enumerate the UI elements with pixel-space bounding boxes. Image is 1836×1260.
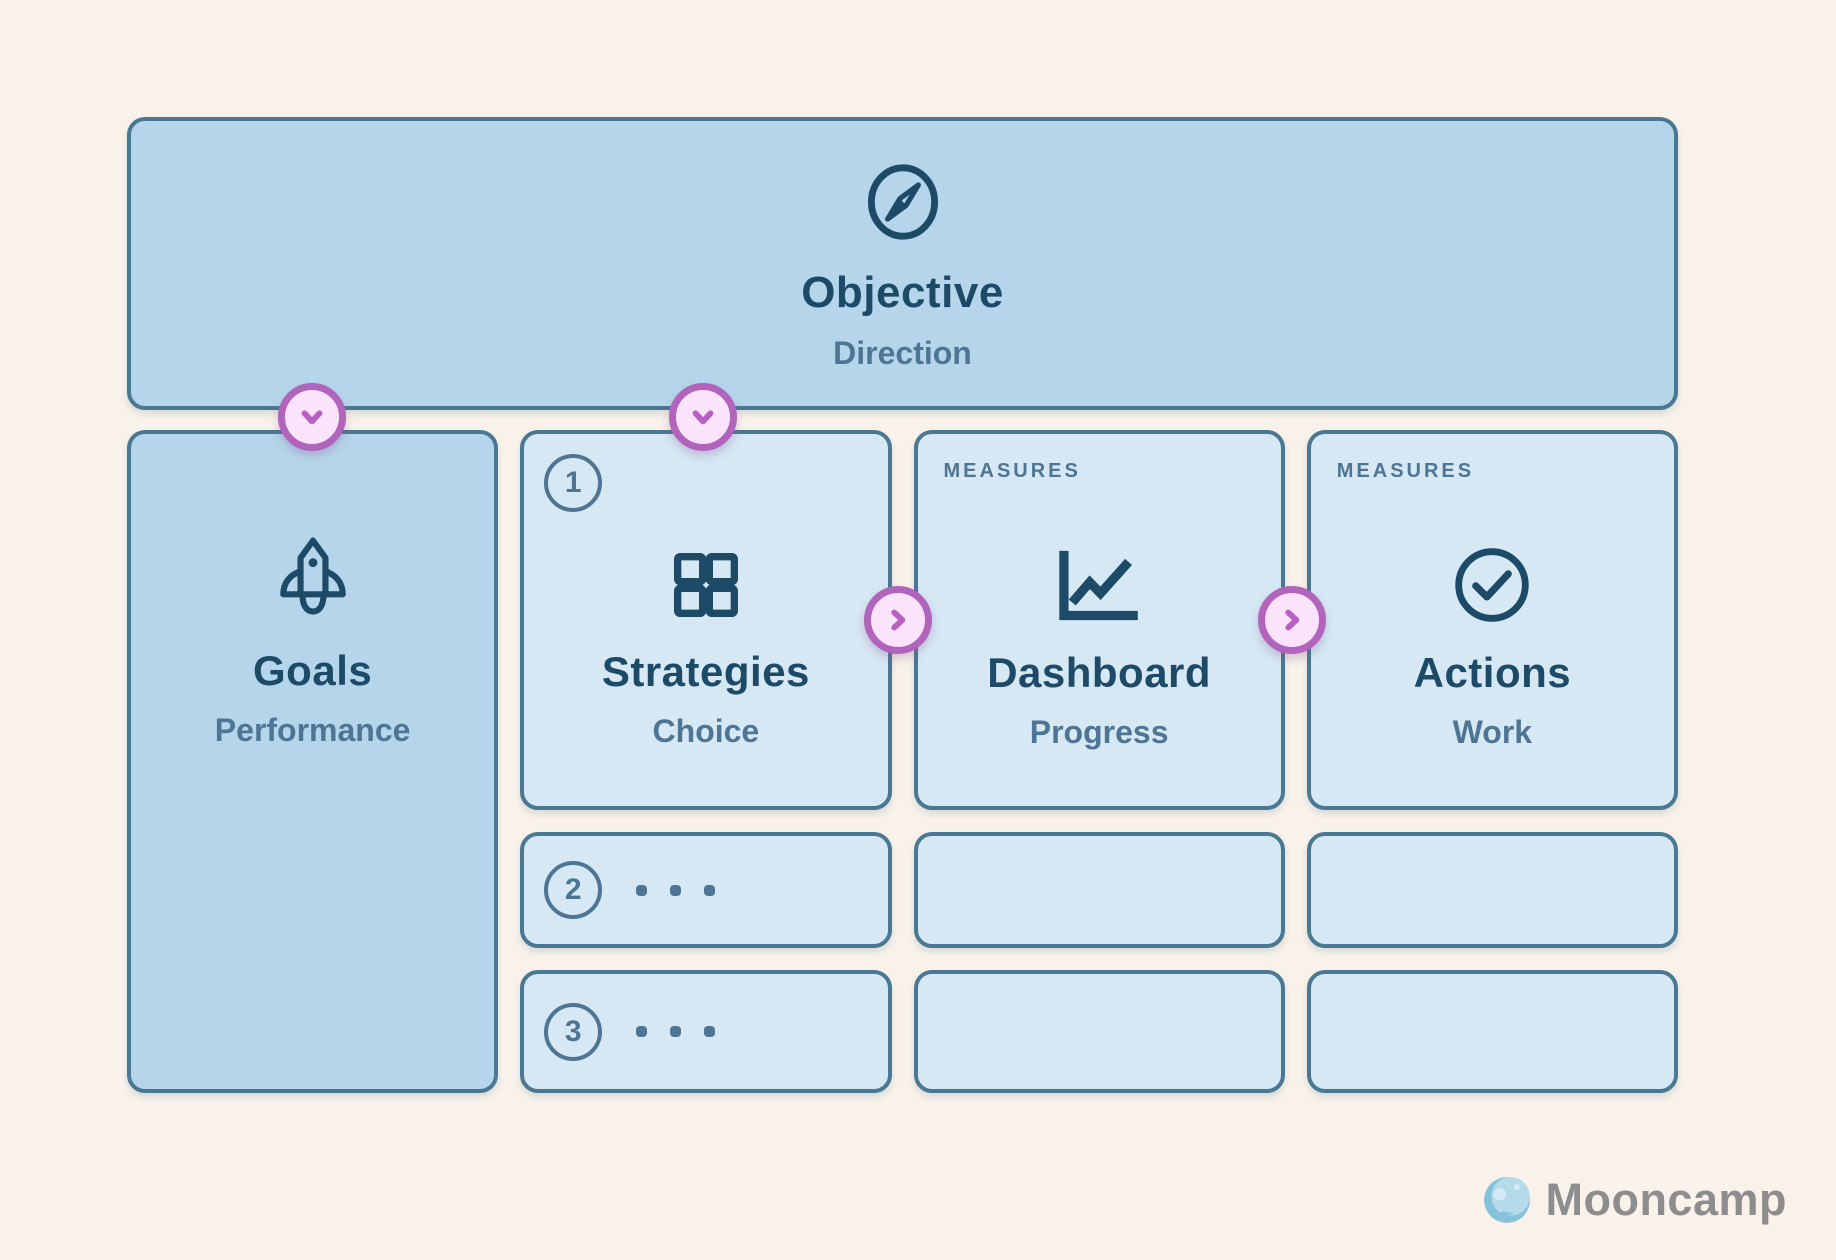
objective-subtitle: Direction: [833, 334, 972, 371]
framework-grid: Goals Performance 1 Strategies Choice ME…: [127, 430, 1678, 1093]
connector-right-actions: [1258, 586, 1326, 654]
strategies-card: 1 Strategies Choice: [520, 430, 892, 810]
objective-card: Objective Direction: [127, 117, 1678, 410]
rocket-icon: [267, 532, 359, 624]
actions-measures-label: MEASURES: [1336, 460, 1475, 482]
dashboard-card: MEASURES Dashboard Progress: [913, 430, 1285, 810]
goals-title: Goals: [253, 647, 373, 694]
dashboard-measures-label: MEASURES: [943, 460, 1081, 482]
chevron-down-icon: [688, 402, 718, 432]
actions-subtitle: Work: [1452, 714, 1533, 750]
dot: [670, 1026, 682, 1037]
dashboard-subtitle: Progress: [1029, 714, 1169, 750]
strategies-subtitle: Choice: [652, 713, 760, 749]
dot: [636, 1026, 648, 1037]
dot: [704, 1026, 716, 1037]
connector-right-dashboard: [864, 586, 932, 654]
strategy-row-2-card: 2: [520, 832, 892, 948]
step-3-badge: 3: [544, 1002, 603, 1061]
objective-title: Objective: [801, 267, 1004, 317]
goals-subtitle: Performance: [214, 712, 411, 748]
actions-row-3-card: [1306, 970, 1678, 1093]
dot: [670, 884, 682, 896]
check-circle-icon: [1451, 544, 1533, 626]
dot: [704, 884, 716, 896]
line-chart-icon: [1051, 544, 1147, 626]
connector-down-strategies: [669, 383, 737, 451]
chevron-right-icon: [883, 605, 913, 635]
ellipsis-dots: [636, 884, 716, 896]
strategy-row-3-card: 3: [520, 970, 892, 1093]
step-1-badge: 1: [544, 454, 603, 512]
ellipsis-dots: [636, 1026, 716, 1037]
connector-down-goals: [278, 383, 346, 451]
actions-card: MEASURES Actions Work: [1306, 430, 1678, 810]
actions-row-2-card: [1306, 832, 1678, 948]
chevron-right-icon: [1277, 605, 1307, 635]
dashboard-title: Dashboard: [987, 649, 1212, 696]
chevron-down-icon: [297, 402, 327, 432]
compass-icon: [862, 159, 944, 245]
strategies-title: Strategies: [601, 648, 810, 695]
mooncamp-logo: Mooncamp: [1482, 1174, 1787, 1226]
step-2-badge: 2: [544, 861, 603, 919]
goals-card: Goals Performance: [127, 430, 499, 1093]
dashboard-row-2-card: [913, 832, 1285, 948]
dashboard-row-3-card: [913, 970, 1285, 1093]
dot: [636, 884, 648, 896]
logo-text: Mooncamp: [1545, 1174, 1787, 1225]
grid-icon: [666, 545, 746, 625]
actions-title: Actions: [1413, 649, 1572, 696]
moon-icon: [1482, 1175, 1532, 1225]
